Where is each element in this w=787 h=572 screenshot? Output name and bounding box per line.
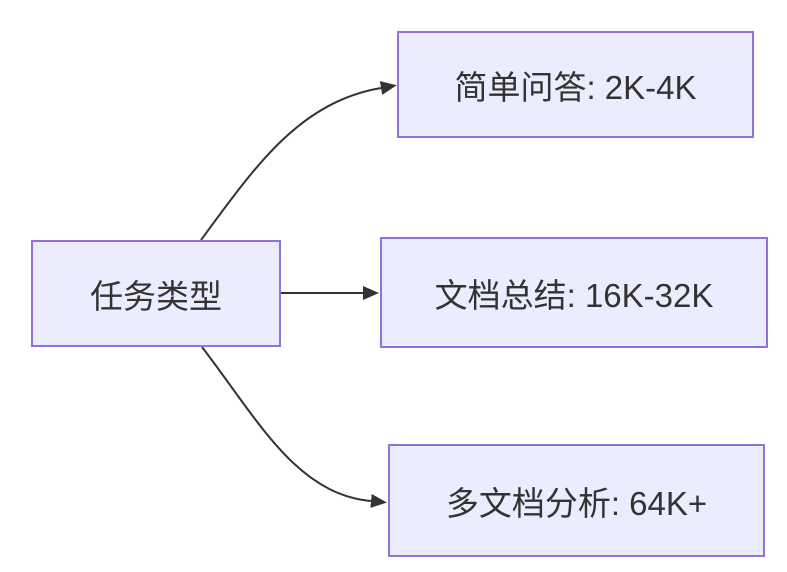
node-task-type-label: 任务类型 xyxy=(90,277,222,315)
node-simple-qa: 简单问答: 2K-4K xyxy=(397,31,754,138)
node-doc-summary: 文档总结: 16K-32K xyxy=(380,237,768,348)
node-doc-summary-label: 文档总结: 16K-32K xyxy=(434,276,714,314)
edge-root-to-top xyxy=(200,81,397,241)
node-multi-doc: 多文档分析: 64K+ xyxy=(388,444,765,557)
node-multi-doc-label: 多文档分析: 64K+ xyxy=(445,484,708,522)
edge-root-to-bottom xyxy=(201,346,387,508)
node-task-type: 任务类型 xyxy=(31,240,281,347)
node-simple-qa-label: 简单问答: 2K-4K xyxy=(454,68,697,106)
